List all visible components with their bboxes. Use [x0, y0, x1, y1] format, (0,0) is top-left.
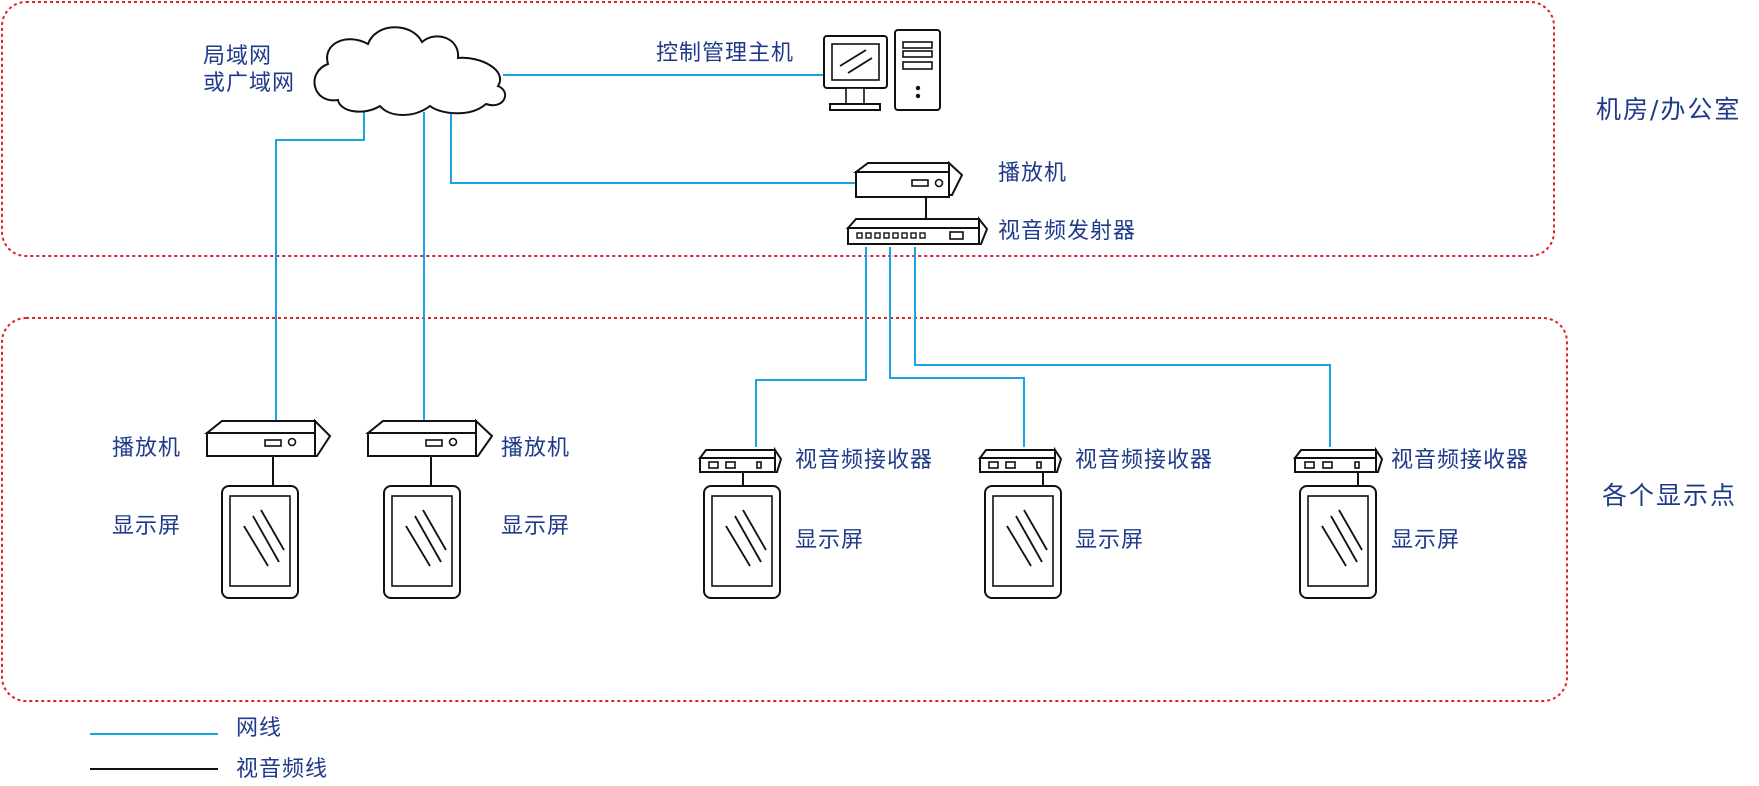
transmitter-icon: [845, 216, 989, 245]
machine-room-label: 机房/办公室: [1596, 95, 1742, 124]
display-screen-4-icon: [984, 485, 1062, 599]
display-screen-5-icon: [1299, 485, 1377, 599]
remote-player-2-screen-label: 显示屏: [501, 514, 571, 539]
machine-room-zone: [1, 1, 1555, 257]
control-host-label: 控制管理主机: [656, 41, 795, 66]
cloud-icon: [313, 26, 507, 116]
receiver-3-icon: [1293, 446, 1384, 473]
transmitter-label: 视音频发射器: [998, 219, 1137, 244]
display-points-zone: [1, 317, 1568, 702]
remote-player-2-label: 播放机: [501, 436, 571, 461]
receiver-3-label: 视音频接收器: [1391, 448, 1530, 473]
display-screen-1-icon: [221, 485, 299, 599]
display-screen-2-icon: [383, 485, 461, 599]
receiver-1-screen-label: 显示屏: [795, 528, 865, 553]
computer-icon: [823, 29, 941, 111]
remote-player-1-label: 播放机: [112, 436, 182, 461]
receiver-1-label: 视音频接收器: [795, 448, 934, 473]
display-screen-3-icon: [703, 485, 781, 599]
cloud-label-line2: 或广域网: [203, 71, 296, 96]
receiver-2-label: 视音频接收器: [1075, 448, 1214, 473]
cloud-label: 局域网 或广域网: [203, 43, 295, 97]
central-player-label: 播放机: [998, 161, 1068, 186]
remote-player-1-screen-label: 显示屏: [112, 514, 182, 539]
receiver-1-icon: [698, 446, 783, 473]
cloud-label-line1: 局域网: [203, 44, 273, 69]
receiver-3-screen-label: 显示屏: [1391, 528, 1461, 553]
display-points-label: 各个显示点: [1602, 481, 1738, 510]
legend-network-label: 网线: [236, 716, 283, 741]
receiver-2-icon: [978, 446, 1063, 473]
remote-player-2-icon: [365, 418, 494, 457]
network-cables: [275, 74, 1331, 447]
legend-av-label: 视音频线: [236, 757, 329, 782]
central-player-icon: [853, 160, 964, 198]
receiver-2-screen-label: 显示屏: [1075, 528, 1145, 553]
av-cables: [272, 197, 1359, 486]
remote-player-1-icon: [204, 418, 332, 457]
